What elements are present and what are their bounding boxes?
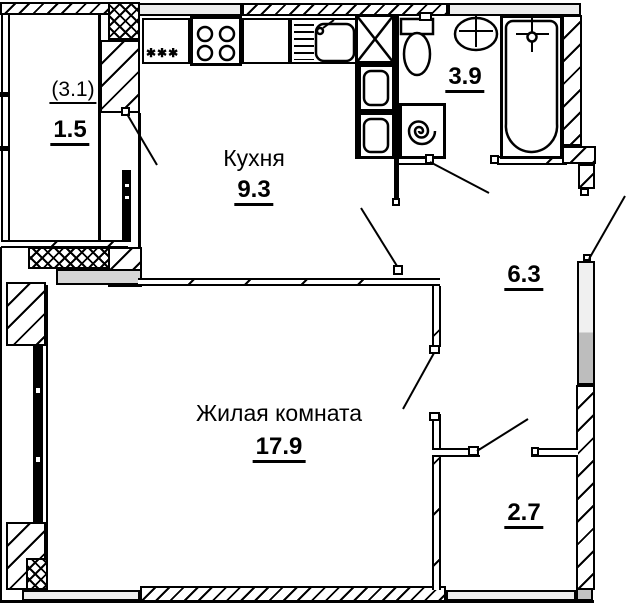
door-hinge bbox=[121, 107, 130, 116]
glazing-tick bbox=[0, 146, 10, 151]
kitchen-sink-icon bbox=[314, 19, 356, 63]
living-name-label: Жилая комната bbox=[195, 400, 363, 426]
door-hinge bbox=[393, 265, 403, 275]
bathroom-west-stub bbox=[394, 158, 399, 202]
bottom-wall bbox=[140, 586, 446, 602]
door-swing-icon bbox=[126, 113, 626, 452]
partition-corner-v bbox=[432, 286, 441, 347]
panel-joint bbox=[125, 196, 129, 199]
bottom-left-xhatch bbox=[26, 558, 48, 590]
kitchen-counter bbox=[242, 18, 290, 64]
left-boundary-line bbox=[0, 247, 2, 603]
closet-top-wall-left bbox=[432, 448, 480, 457]
drainboard-icon bbox=[294, 24, 314, 60]
stove-icon bbox=[196, 25, 236, 62]
bottom-boundary-line bbox=[0, 600, 594, 603]
kitchen-cabinet bbox=[142, 18, 190, 64]
west-wall-upper bbox=[6, 282, 46, 346]
door-hinge bbox=[425, 154, 434, 164]
living-west-inner-line bbox=[46, 285, 48, 588]
glazing-tick bbox=[0, 92, 10, 97]
window-sill-living-top bbox=[56, 269, 142, 285]
closet-top-wall-right bbox=[531, 448, 578, 457]
balcony-door-panel bbox=[122, 170, 131, 242]
balcony-glazing-outer bbox=[1, 14, 3, 244]
east-wall-bottom bbox=[576, 385, 595, 590]
kitchen-west-wall bbox=[138, 113, 141, 247]
bathtub-icon bbox=[504, 15, 559, 154]
closet-west-wall bbox=[432, 414, 441, 590]
living-window bbox=[33, 346, 43, 522]
kitchen-name-label: Кухня bbox=[223, 145, 285, 171]
window-joint bbox=[36, 388, 40, 393]
divider-xhatch-column bbox=[108, 2, 140, 40]
wall-end-square bbox=[392, 198, 400, 206]
door-hinge bbox=[429, 345, 440, 354]
partition-corner-h bbox=[398, 278, 440, 286]
wall-end-square bbox=[429, 412, 440, 421]
east-wall-step-h bbox=[562, 146, 596, 164]
east-wall-top bbox=[562, 15, 582, 146]
wall-end-square bbox=[580, 188, 589, 196]
living-partition-wall bbox=[138, 278, 400, 286]
panel-joint bbox=[125, 184, 129, 187]
balcony-glazing-inner bbox=[8, 14, 10, 244]
divider-pillar bbox=[100, 40, 140, 113]
toilet-icon bbox=[399, 12, 435, 77]
kitchen-area-label: 9.3 bbox=[234, 176, 274, 207]
wall-end-square bbox=[490, 155, 499, 164]
corner-xhatch-band bbox=[28, 247, 110, 269]
duct-icon bbox=[362, 69, 390, 154]
window-joint bbox=[36, 457, 40, 462]
living-area-label: 17.9 bbox=[252, 433, 306, 464]
vent-shaft-icon bbox=[356, 15, 394, 63]
bathroom-west-wall bbox=[394, 16, 399, 158]
washing-machine-icon bbox=[407, 120, 437, 146]
entrance-door-leaf bbox=[577, 261, 595, 385]
closet-area-label: 2.7 bbox=[504, 499, 544, 530]
balcony-top-wall bbox=[0, 2, 110, 15]
washbasin-icon bbox=[453, 15, 499, 52]
cabinet-marker: ✱✱✱ bbox=[146, 46, 180, 60]
balcony-area-label: 1.5 bbox=[50, 116, 90, 147]
hallway-area-label: 6.3 bbox=[504, 261, 544, 292]
bathroom-area-label: 3.9 bbox=[445, 63, 485, 94]
balcony-area-total-label: (3.1) bbox=[49, 78, 97, 105]
wall-end-square bbox=[531, 447, 539, 456]
balcony-divider-line bbox=[98, 14, 101, 240]
top-wall-hatch bbox=[242, 3, 448, 16]
